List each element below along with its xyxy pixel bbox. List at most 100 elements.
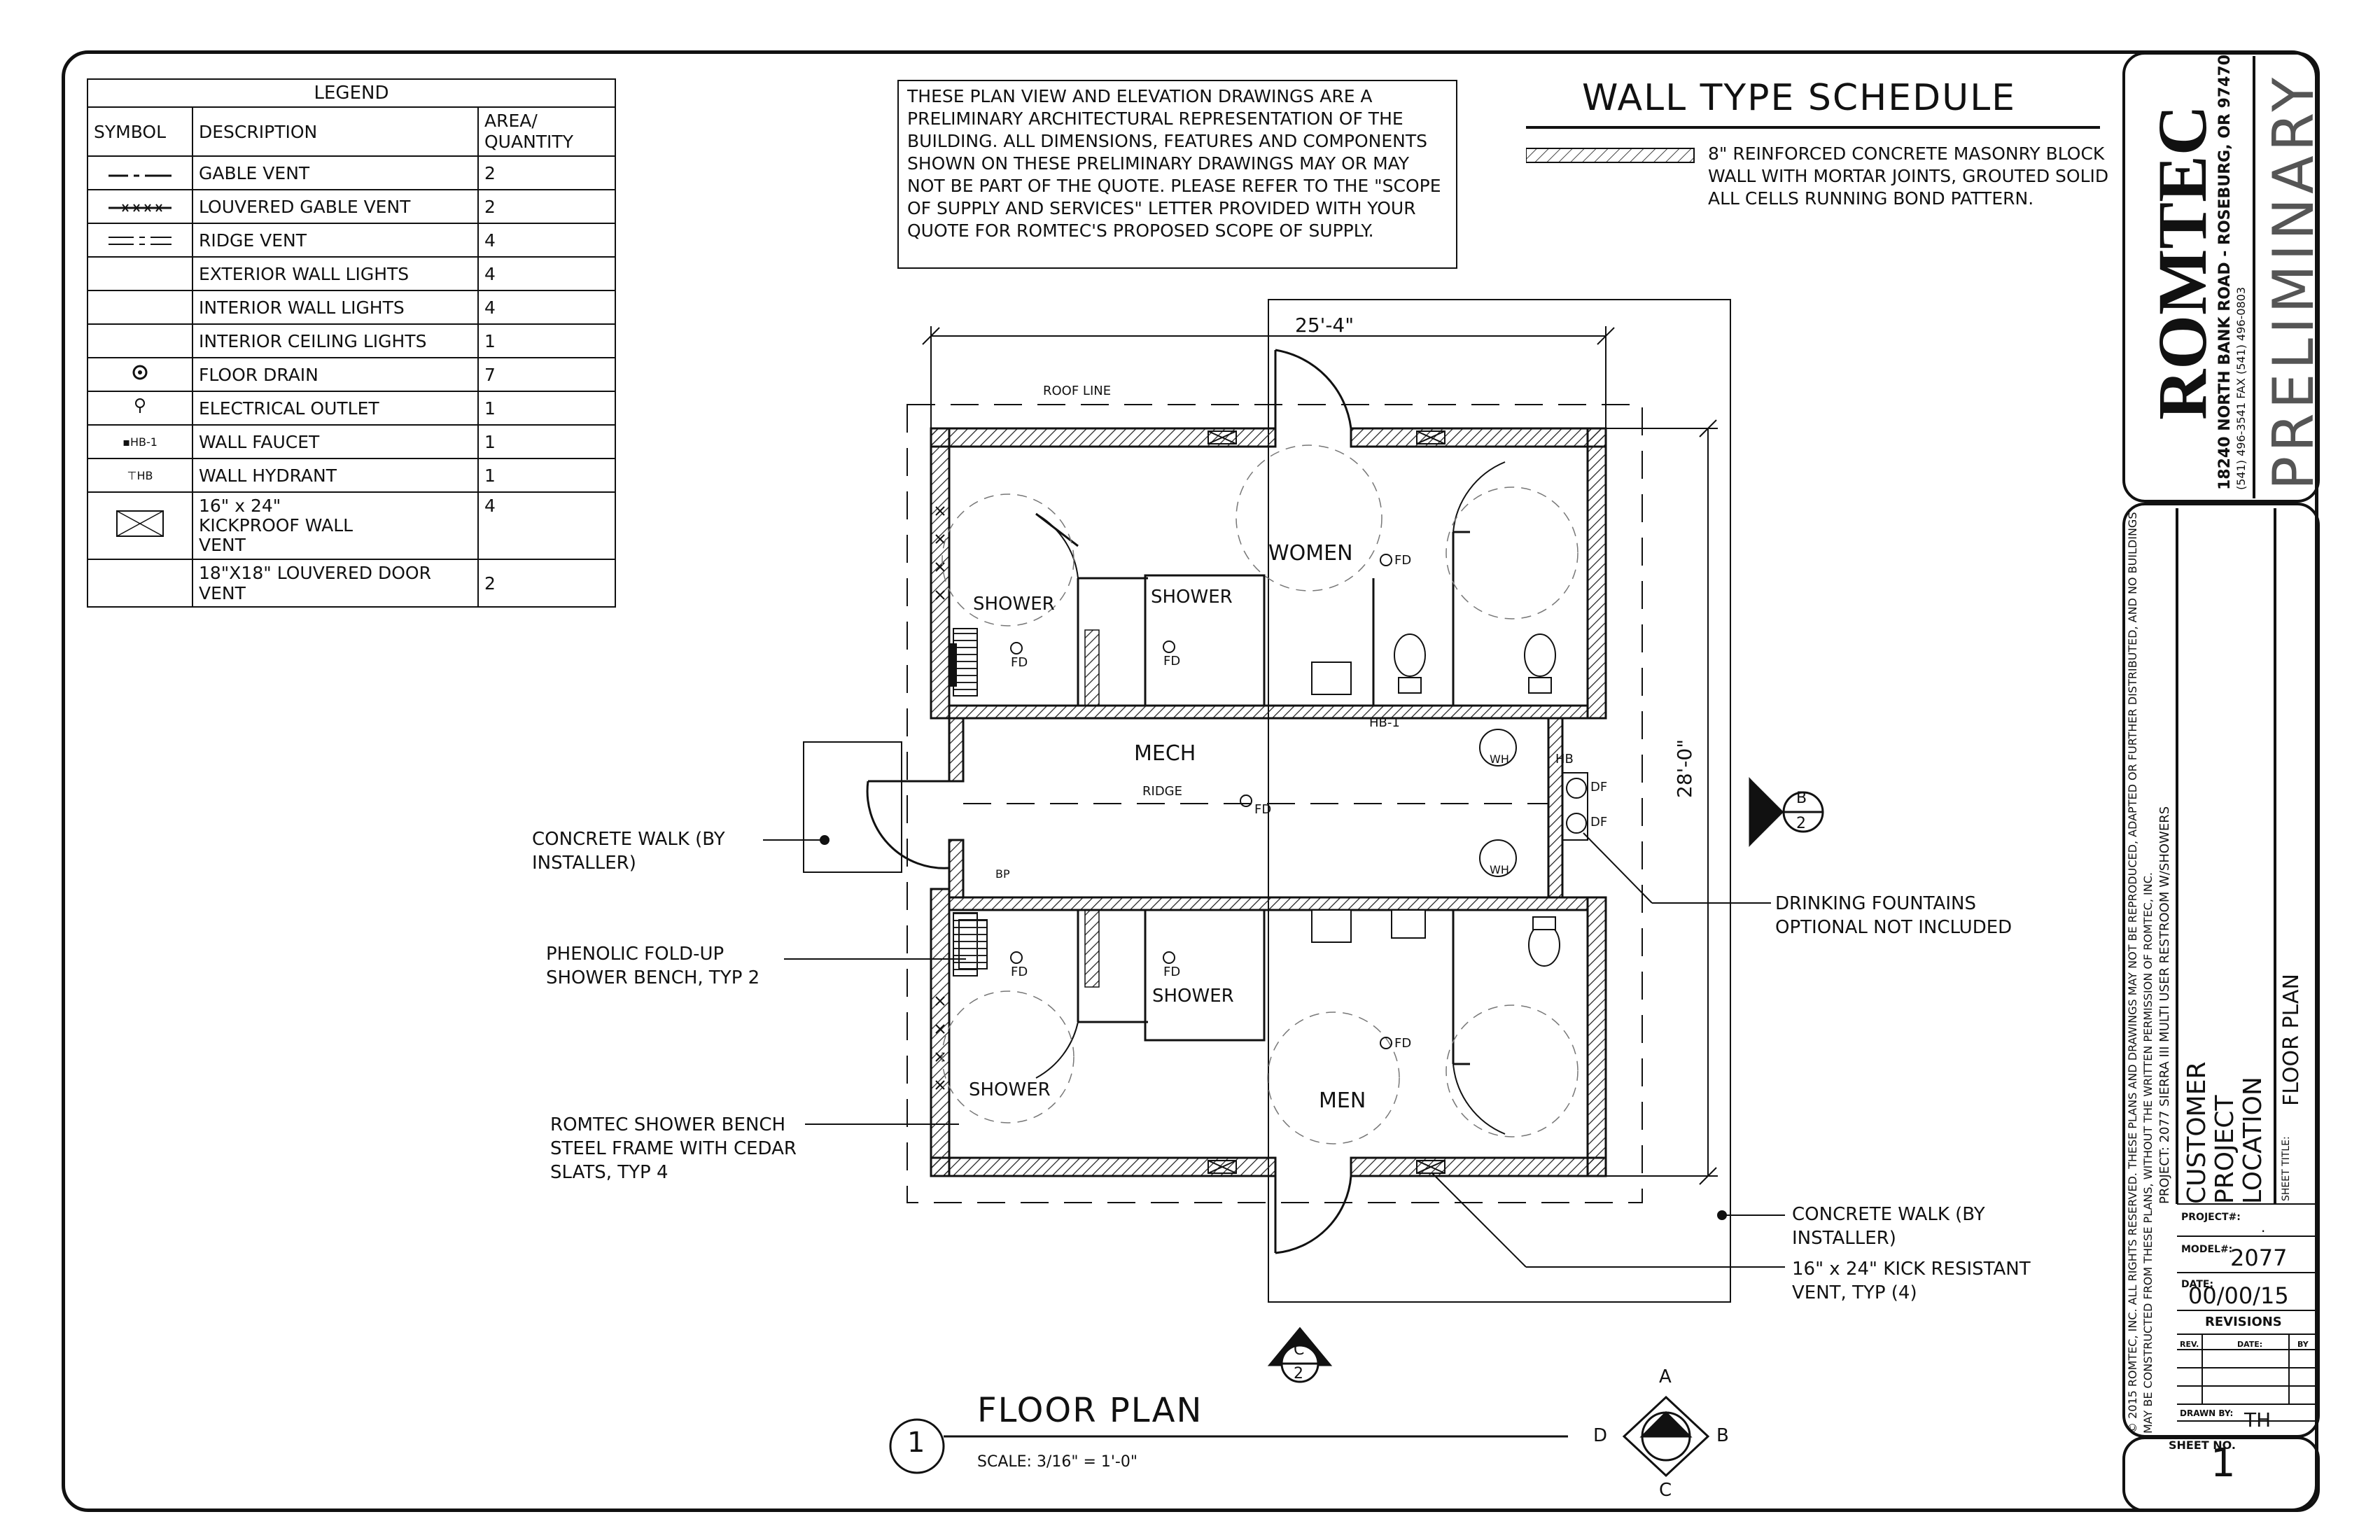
drawing-scale: SCALE: 3/16" = 1'-0" [977, 1453, 1138, 1471]
legend-row-description: GABLE VENT [192, 155, 479, 190]
legend-row-quantity: 2 [477, 559, 616, 608]
legend-row-quantity: 1 [477, 424, 616, 459]
drawn-by-label: DRAWN BY: [2180, 1408, 2234, 1418]
revision-header: BY [2297, 1340, 2309, 1349]
compass-b: B [1716, 1425, 1729, 1446]
legend-row-quantity: 4 [477, 491, 616, 560]
roof-line-label: ROOF LINE [1043, 384, 1112, 398]
company-address: 18240 NORTH BANK ROAD - ROSEBURG, OR 974… [2216, 54, 2234, 490]
revision-header: DATE: [2237, 1340, 2263, 1349]
legend-row-description: LOUVERED GABLE VENT [192, 189, 479, 224]
louvered-gable-vent-symbol-icon [87, 189, 193, 224]
water-heater-tag: WH [1490, 863, 1509, 876]
sheet-title-label: SHEET TITLE: [2281, 1136, 2292, 1201]
legend-title: LEGEND [87, 78, 616, 108]
legend-row-quantity: 4 [477, 290, 616, 325]
electrical-outlet-symbol-icon [87, 391, 193, 426]
wall-schedule-title: WALL TYPE SCHEDULE [1581, 77, 2017, 119]
ridge-vent-symbol-icon [87, 223, 193, 258]
location-label: LOCATION [2239, 1077, 2267, 1204]
section-b-letter: B [1796, 790, 1807, 807]
legend-row-quantity: 1 [477, 391, 616, 426]
room-shower: SHOWER [973, 594, 1055, 615]
legend-row-quantity: 1 [477, 458, 616, 493]
drinking-fountain-tag: DF [1590, 815, 1608, 830]
drinking-fountain-tag: DF [1590, 780, 1608, 794]
legend-row-description: 16" x 24" KICKPROOF WALL VENT [192, 491, 479, 560]
legend-row-description: 18"X18" LOUVERED DOOR VENT [192, 559, 479, 608]
legend-row-description: WALL FAUCET [192, 424, 479, 459]
floor-drain-symbol-icon [87, 357, 193, 392]
sheet-title: FLOOR PLAN [2279, 974, 2304, 1106]
project-number: . [2261, 1219, 2266, 1236]
legend-row-description: WALL HYDRANT [192, 458, 479, 493]
company-phone: (541) 496-3541 FAX (541) 496-0803 [2234, 286, 2248, 490]
room-shower: SHOWER [1151, 587, 1233, 608]
backflow-tag: BP [995, 867, 1010, 881]
sheet-border [62, 50, 2318, 1512]
gable-vent-symbol-icon [87, 155, 193, 190]
preliminary-stamp: PRELIMINARY [2261, 73, 2326, 490]
dimension-depth: 28'-0" [1673, 738, 1696, 798]
section-c-sheet: 2 [1294, 1365, 1303, 1382]
wall-hydrant-symbol-icon: ⊤HB [87, 458, 193, 493]
legend-row-quantity: 2 [477, 155, 616, 190]
floor-drain-tag: FD [1394, 553, 1412, 568]
project-label: PROJECT [2211, 1095, 2239, 1204]
legend-header-description: DESCRIPTION [192, 106, 479, 157]
room-shower: SHOWER [1152, 986, 1234, 1007]
room-women: WOMEN [1268, 541, 1353, 566]
callout-phenolic-bench: PHENOLIC FOLD-UP SHOWER BENCH, TYP 2 [546, 944, 760, 988]
legend-row-description: INTERIOR WALL LIGHTS [192, 290, 479, 325]
callout-kick-vent: 16" x 24" KICK RESISTANT VENT, TYP (4) [1792, 1259, 2031, 1303]
section-c-letter: C [1294, 1341, 1305, 1359]
sheet-number: 1 [2211, 1441, 2236, 1486]
drawing-number: 1 [907, 1427, 925, 1459]
disclaimer-note: THESE PLAN VIEW AND ELEVATION DRAWINGS A… [897, 80, 1457, 269]
compass-c: C [1659, 1480, 1672, 1501]
legend-row-description: ELECTRICAL OUTLET [192, 391, 479, 426]
legend-row-description: INTERIOR CEILING LIGHTS [192, 323, 479, 358]
project-number-label: PROJECT#: [2181, 1212, 2241, 1223]
drawn-by: TH [2244, 1408, 2272, 1432]
section-b-sheet: 2 [1796, 815, 1806, 832]
water-heater-tag: WH [1490, 752, 1509, 766]
date-label: DATE: [2181, 1279, 2214, 1290]
hose-bib-tag: HB-1 [1369, 715, 1400, 730]
dimension-width: 25'-4" [1295, 314, 1354, 337]
kickproof-vent-symbol-icon [87, 491, 193, 560]
drawing-title: FLOOR PLAN [977, 1391, 1203, 1430]
room-men: MEN [1319, 1088, 1366, 1113]
model-number: 2077 [2230, 1245, 2288, 1271]
revision-header: REV. [2180, 1340, 2199, 1349]
floor-drain-tag: FD [1011, 655, 1028, 670]
legend-row-description: EXTERIOR WALL LIGHTS [192, 256, 479, 291]
wall-faucet-symbol-icon: ▪HB-1 [87, 424, 193, 459]
floor-drain-tag: FD [1394, 1036, 1412, 1051]
room-mech: MECH [1134, 741, 1196, 766]
legend-row-quantity: 1 [477, 323, 616, 358]
compass-a: A [1659, 1366, 1672, 1387]
legend-row-description: FLOOR DRAIN [192, 357, 479, 392]
floor-drain-tag: FD [1254, 802, 1272, 817]
company-logo: ROMTEC [2143, 105, 2221, 420]
wall-faucet-symbol-text: HB-1 [130, 435, 158, 449]
callout-drinking-fountains: DRINKING FOUNTAINS OPTIONAL NOT INCLUDED [1775, 893, 2012, 938]
hose-bib-tag: HB [1555, 752, 1574, 766]
room-shower: SHOWER [969, 1079, 1051, 1100]
callout-romtec-bench: ROMTEC SHOWER BENCH STEEL FRAME WITH CED… [550, 1114, 797, 1183]
legend-row-quantity: 2 [477, 189, 616, 224]
model-label: MODEL#: [2181, 1244, 2233, 1255]
legend-header-quantity: AREA/ QUANTITY [477, 106, 616, 157]
legend-row-quantity: 4 [477, 223, 616, 258]
legend-row-quantity: 7 [477, 357, 616, 392]
legend-header-symbol: SYMBOL [87, 106, 193, 157]
customer-label: CUSTOMER [2183, 1061, 2211, 1204]
callout-concrete-walk-right: CONCRETE WALK (BY INSTALLER) [1792, 1204, 1985, 1249]
wall-schedule-description: 8" REINFORCED CONCRETE MASONRY BLOCK WAL… [1708, 144, 2109, 209]
floor-drain-tag: FD [1011, 965, 1028, 979]
date-value: 00/00/15 [2188, 1282, 2289, 1309]
wall-schedule-graphic [1526, 126, 2100, 163]
legend-row-quantity: 4 [477, 256, 616, 291]
